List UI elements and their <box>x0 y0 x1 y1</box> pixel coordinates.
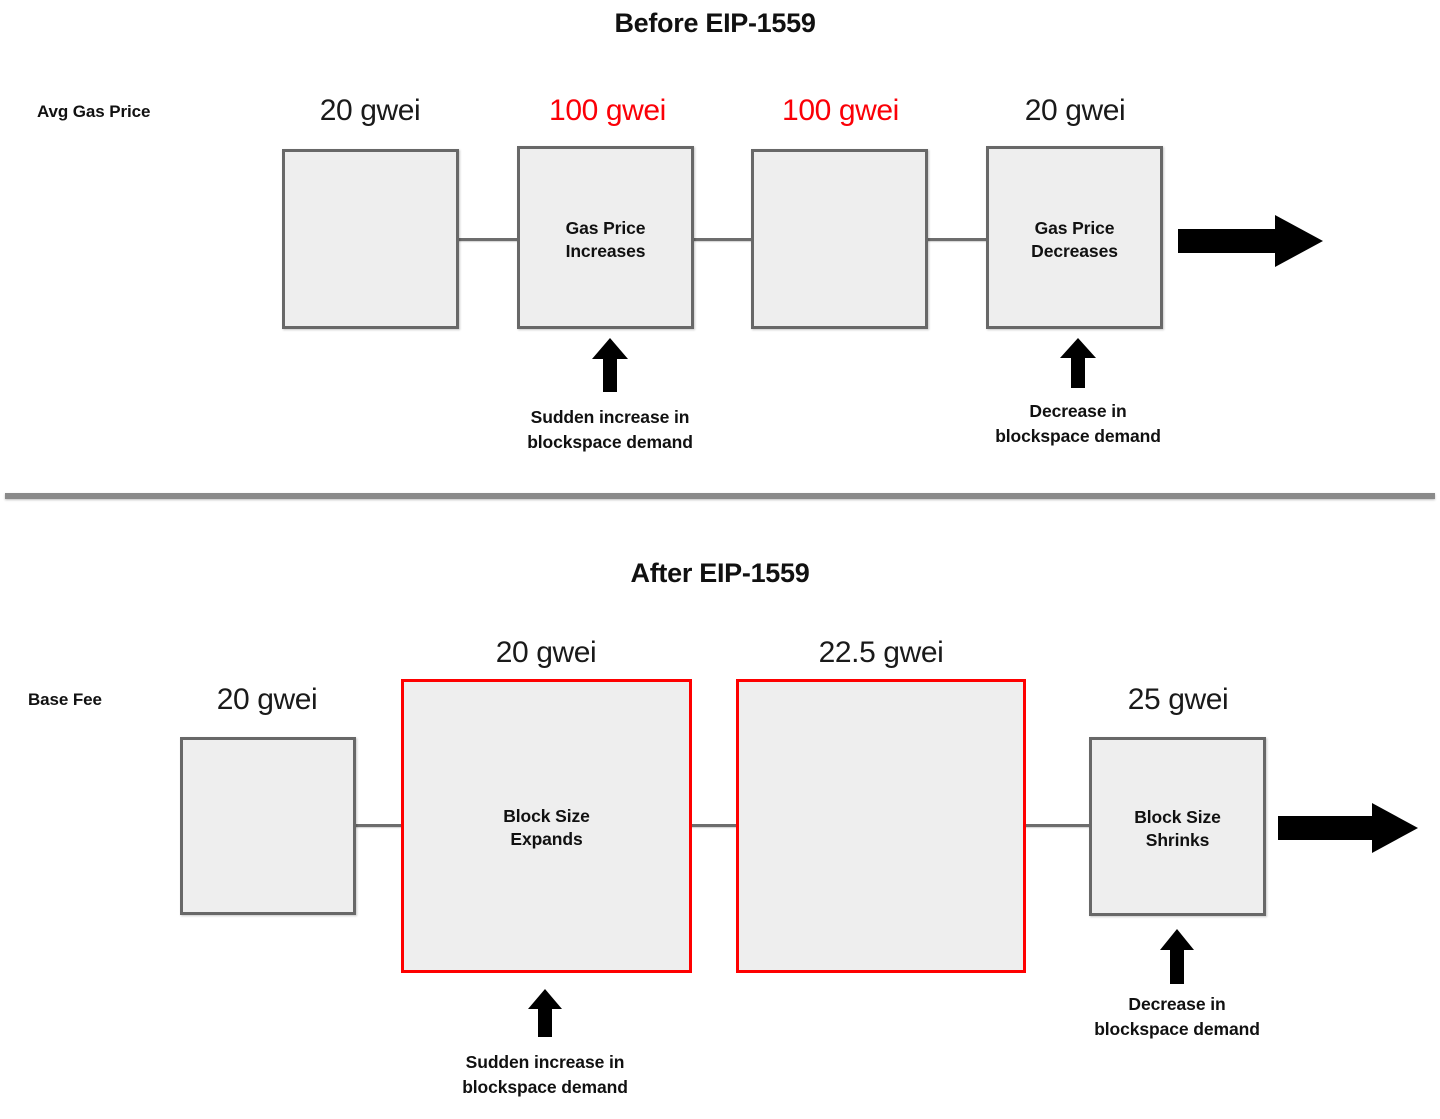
before-block-2-line2: Increases <box>565 241 646 261</box>
before-block-2-line1: Gas Price <box>565 218 646 238</box>
after-connector-1-2 <box>352 824 407 827</box>
before-connector-3-4 <box>925 238 990 241</box>
before-section-title: Before EIP-1559 <box>614 8 816 38</box>
after-block-3-value: 22.5 gwei <box>818 636 944 669</box>
before-block-4[interactable]: Gas Price Decreases <box>986 146 1163 329</box>
before-block-3-value: 100 gwei <box>782 94 899 127</box>
before-flow-right-arrow-icon <box>1178 215 1323 267</box>
after-connector-2-3 <box>688 824 740 827</box>
after-flow-right-arrow-icon <box>1278 803 1418 853</box>
before-annotation-1-line1: Sudden increase in <box>530 407 690 427</box>
after-annotation-1-line1: Sudden increase in <box>465 1052 625 1072</box>
after-annotation-2-line2: blockspace demand <box>1094 1019 1260 1039</box>
after-connector-3-4 <box>1022 824 1092 827</box>
before-connector-1-2 <box>455 238 525 241</box>
after-block-2-line2: Expands <box>510 829 583 849</box>
after-block-1-value: 20 gwei <box>216 683 318 716</box>
before-annotation-2-line1: Decrease in <box>1029 401 1127 421</box>
after-block-4-line1: Block Size <box>1134 807 1221 827</box>
section-divider <box>5 493 1435 499</box>
before-block-3[interactable] <box>751 149 928 329</box>
before-block-4-line2: Decreases <box>1031 241 1118 261</box>
after-block-4-value: 25 gwei <box>1127 683 1229 716</box>
after-demand-up-arrow-icon-1 <box>528 989 562 1037</box>
before-block-1-value: 20 gwei <box>319 94 421 127</box>
before-block-1[interactable] <box>282 149 459 329</box>
after-block-2[interactable]: Block Size Expands <box>401 679 692 973</box>
before-annotation-1-line2: blockspace demand <box>527 432 693 452</box>
after-block-4-line2: Shrinks <box>1145 830 1210 850</box>
before-block-2-value: 100 gwei <box>549 94 666 127</box>
after-block-4[interactable]: Block Size Shrinks <box>1089 737 1266 916</box>
before-demand-up-arrow-icon-1 <box>592 338 628 392</box>
after-section-title: After EIP-1559 <box>630 558 810 588</box>
after-block-1[interactable] <box>180 737 356 915</box>
after-annotation-1: Sudden increase in blockspace demand <box>390 1050 700 1100</box>
before-block-4-value: 20 gwei <box>1024 94 1126 127</box>
before-connector-2-3 <box>690 238 755 241</box>
after-block-3[interactable] <box>736 679 1026 973</box>
after-block-2-value: 20 gwei <box>495 636 597 669</box>
after-annotation-2: Decrease in blockspace demand <box>1022 992 1332 1042</box>
after-demand-up-arrow-icon-2 <box>1160 929 1194 984</box>
before-annotation-2-line2: blockspace demand <box>995 426 1161 446</box>
before-annotation-2: Decrease in blockspace demand <box>923 399 1233 449</box>
after-annotation-2-line1: Decrease in <box>1128 994 1226 1014</box>
before-block-4-line1: Gas Price <box>1034 218 1115 238</box>
before-demand-up-arrow-icon-2 <box>1060 338 1096 388</box>
before-block-2[interactable]: Gas Price Increases <box>517 146 694 329</box>
after-row-label: Base Fee <box>28 690 102 709</box>
after-annotation-1-line2: blockspace demand <box>462 1077 628 1097</box>
after-block-2-line1: Block Size <box>503 806 590 826</box>
before-annotation-1: Sudden increase in blockspace demand <box>455 405 765 455</box>
before-row-label: Avg Gas Price <box>37 102 151 121</box>
